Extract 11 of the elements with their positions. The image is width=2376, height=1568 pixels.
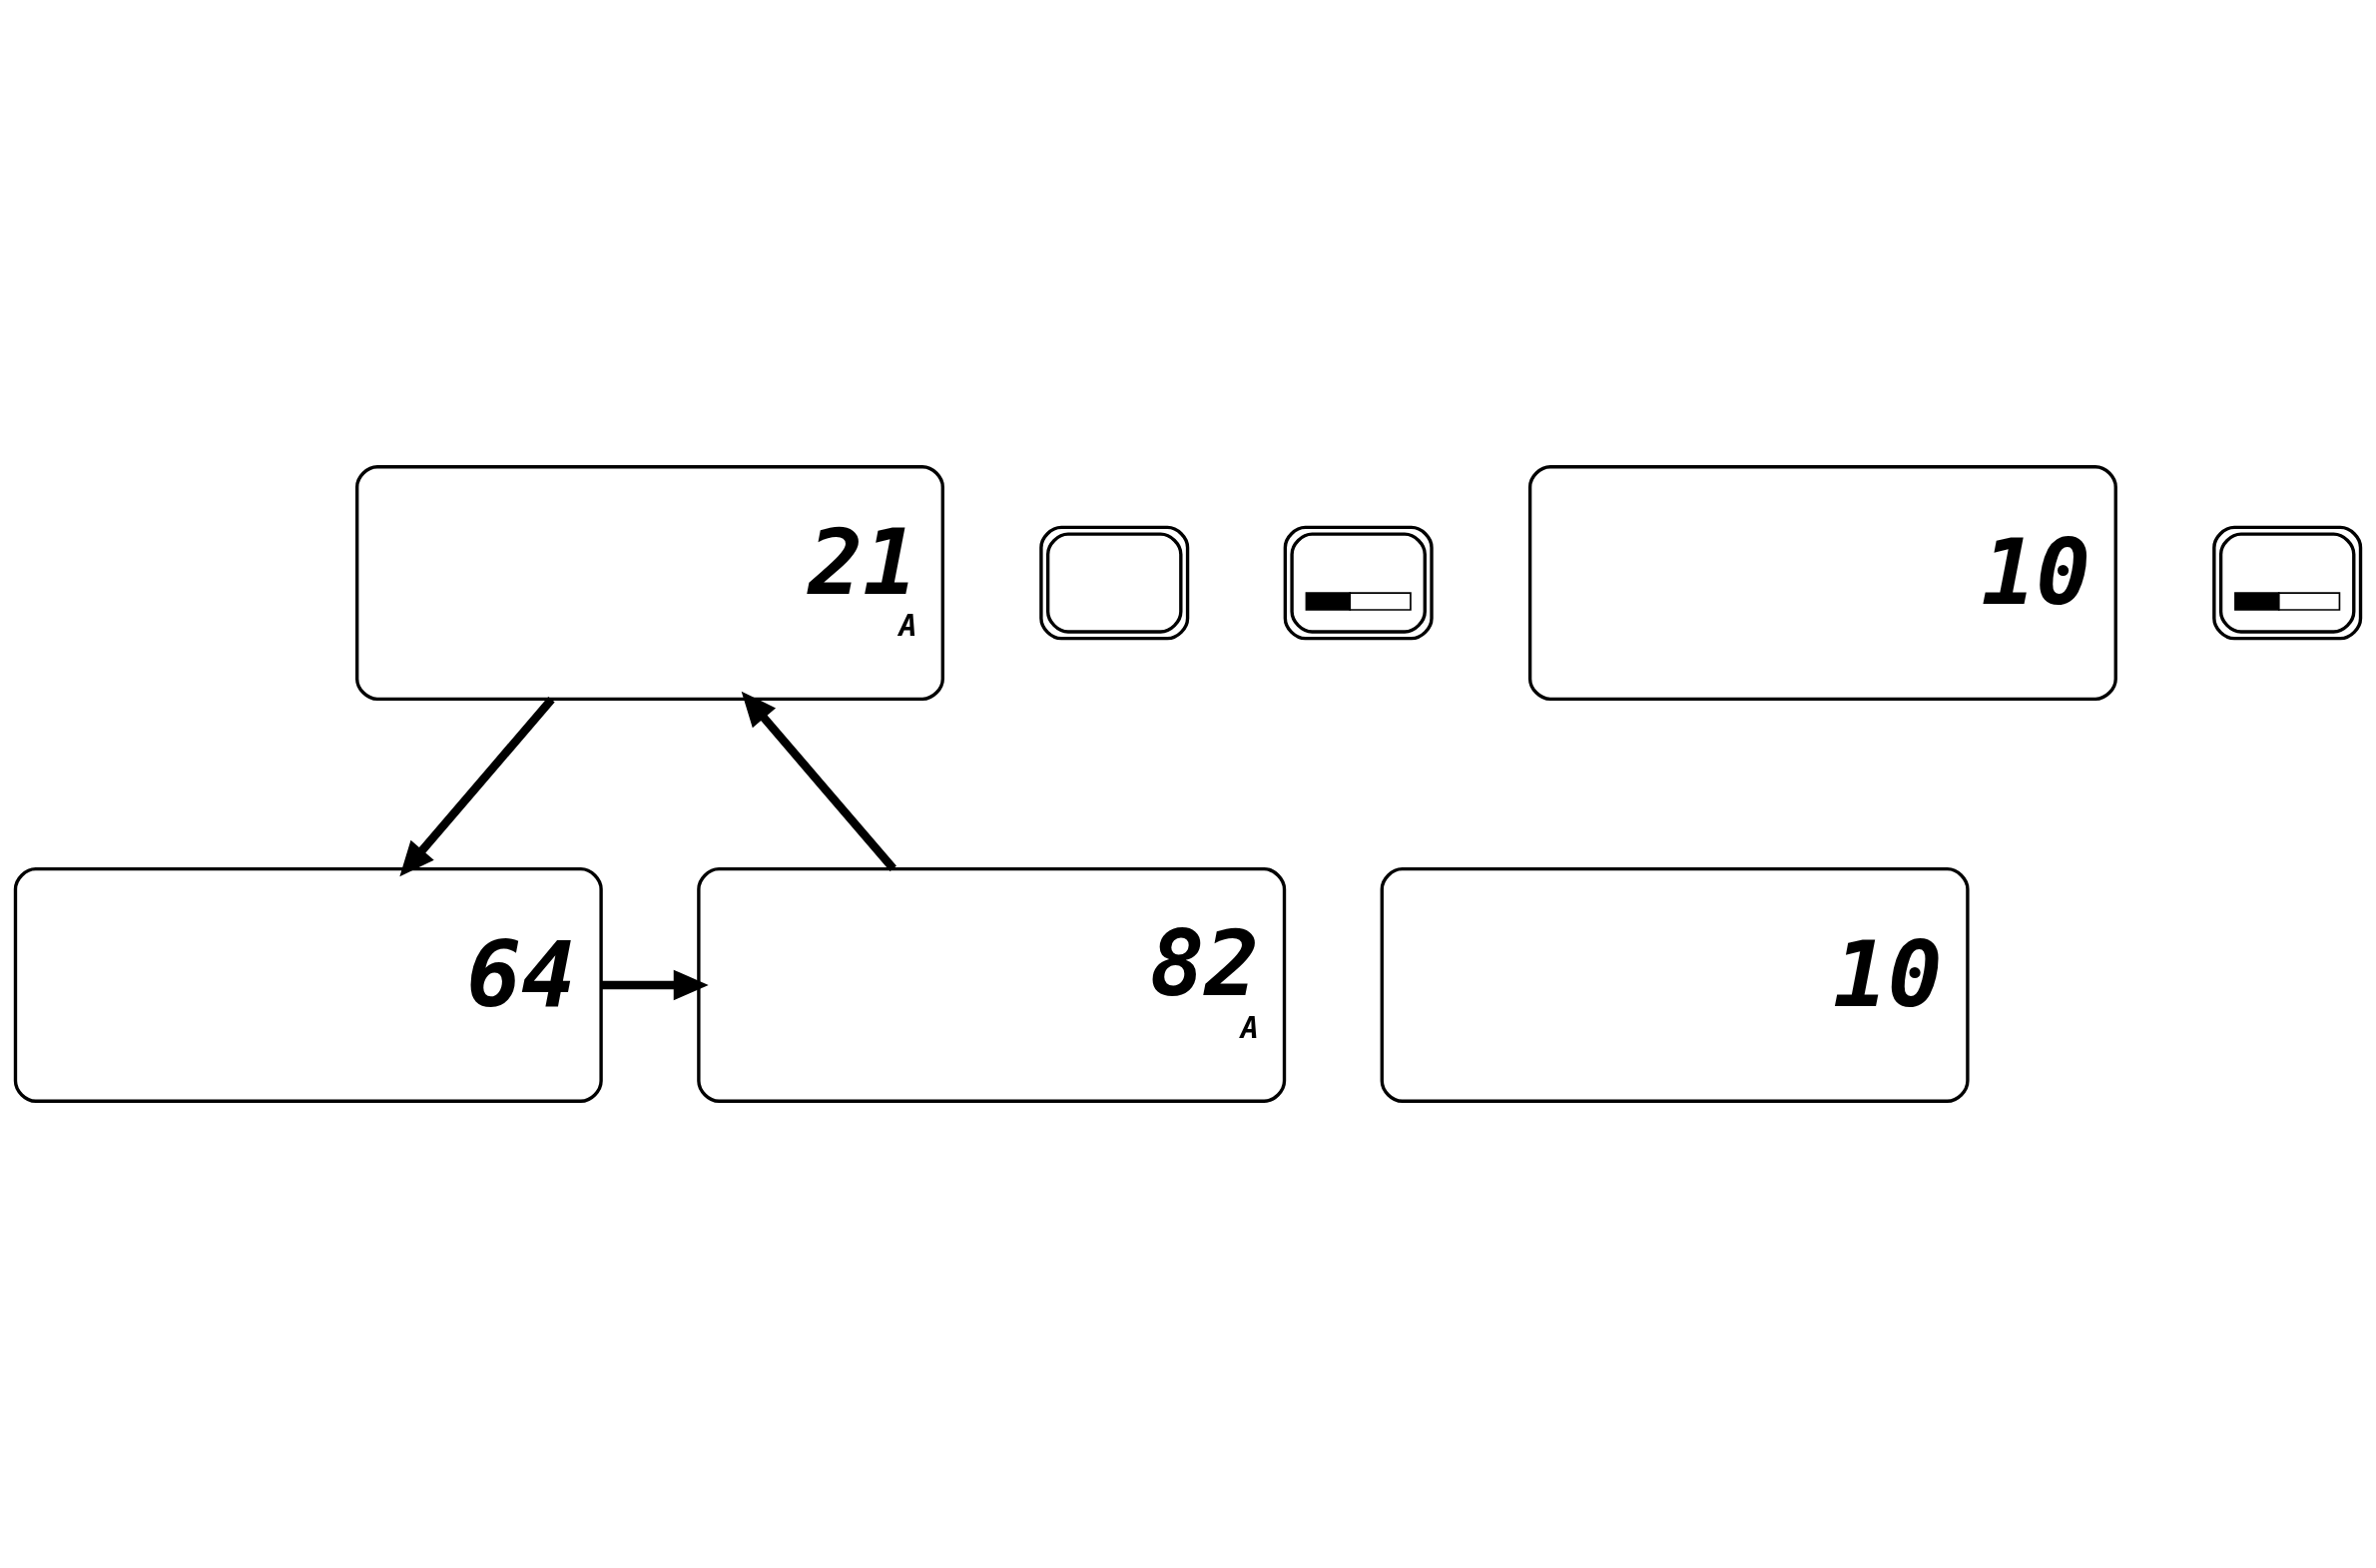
node-box [1283,525,1434,641]
node-box [1039,525,1190,641]
arrow [741,691,896,872]
node-box: 64 [13,866,603,1103]
node-box: 21 A [355,465,944,702]
node-box: 10 [1527,465,2117,702]
node-box [2212,525,2363,641]
arrow [601,969,709,1001]
arrow [399,697,555,877]
node-box: 82 A [697,866,1287,1103]
node-box: 10 [1380,866,1970,1103]
